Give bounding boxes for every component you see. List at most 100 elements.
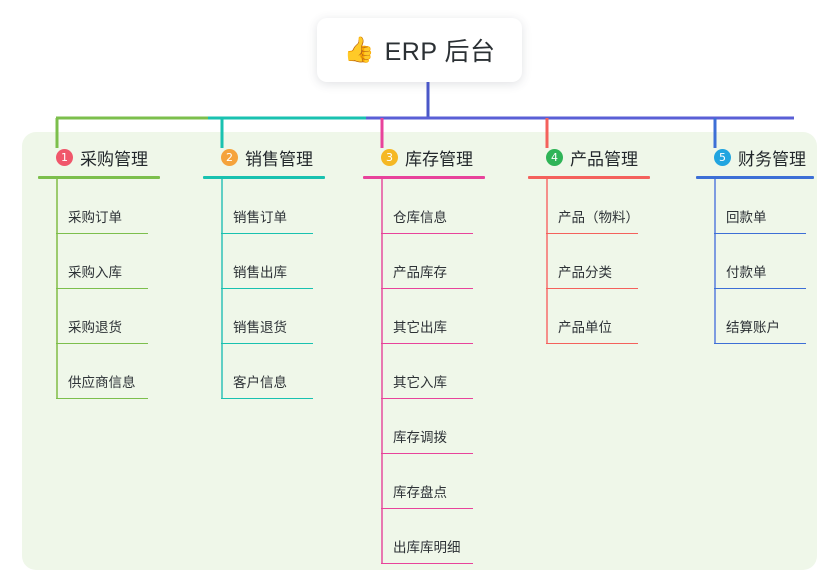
column-rule-3 — [363, 176, 485, 179]
leaf-item[interactable]: 客户信息 — [203, 344, 353, 399]
leaf-item-label: 销售出库 — [233, 265, 287, 280]
leaf-item-label: 其它出库 — [393, 320, 447, 335]
leaf-item[interactable]: 销售订单 — [203, 179, 353, 234]
column-header-2[interactable]: 2 销售管理 — [203, 144, 353, 170]
leaf-item-rule — [714, 232, 806, 234]
leaf-item[interactable]: 产品分类 — [528, 234, 678, 289]
column-badge-3: 3 — [381, 148, 398, 166]
leaf-item[interactable]: 结算账户 — [696, 289, 836, 344]
leaf-item[interactable]: 付款单 — [696, 234, 836, 289]
leaf-item-rule — [546, 232, 638, 234]
leaf-item[interactable]: 出库库明细 — [363, 509, 513, 564]
leaf-item-rule — [546, 342, 638, 344]
column-rule-4 — [528, 176, 650, 179]
column-rule-5 — [696, 176, 814, 179]
leaf-item[interactable]: 销售退货 — [203, 289, 353, 344]
column-title-1: 采购管理 — [80, 149, 148, 169]
column-items-3: 仓库信息产品库存其它出库其它入库库存调拨库存盘点出库库明细 — [363, 179, 513, 564]
column-spine-2 — [221, 179, 223, 399]
column-spine-4 — [546, 179, 548, 344]
leaf-item-label: 销售退货 — [233, 320, 287, 335]
column-2: 2 销售管理销售订单销售出库销售退货客户信息 — [203, 144, 353, 399]
column-title-5: 财务管理 — [738, 149, 806, 169]
leaf-item-label: 库存调拨 — [393, 430, 447, 445]
column-title-2: 销售管理 — [245, 149, 313, 169]
leaf-item-rule — [381, 342, 473, 344]
leaf-item[interactable]: 库存盘点 — [363, 454, 513, 509]
leaf-item-label: 出库库明细 — [393, 540, 461, 555]
column-items-4: 产品（物料） 产品分类产品单位 — [528, 179, 678, 344]
leaf-item-label: 销售订单 — [233, 210, 287, 225]
column-badge-2: 2 — [221, 148, 238, 166]
leaf-item-rule — [221, 287, 313, 289]
column-spine-5 — [714, 179, 716, 344]
leaf-item-rule — [381, 562, 473, 564]
column-badge-1: 1 — [56, 148, 73, 166]
column-items-1: 采购订单采购入库采购退货供应商信息 — [38, 179, 188, 399]
leaf-item-label: 库存盘点 — [393, 485, 447, 500]
column-title-4: 产品管理 — [570, 149, 638, 169]
leaf-item-label: 采购退货 — [68, 320, 122, 335]
column-spine-1 — [56, 179, 58, 399]
leaf-item-label: 产品（物料） — [558, 210, 639, 225]
leaf-item-label: 仓库信息 — [393, 210, 447, 225]
root-node-content: 👍 ERP 后台 — [343, 32, 495, 68]
leaf-item-rule — [714, 342, 806, 344]
column-badge-4: 4 — [546, 148, 563, 166]
leaf-item-rule — [381, 287, 473, 289]
leaf-item-label: 结算账户 — [726, 320, 780, 335]
leaf-item-label: 产品单位 — [558, 320, 612, 335]
leaf-item[interactable]: 产品单位 — [528, 289, 678, 344]
column-5: 5 财务管理回款单付款单结算账户 — [696, 144, 836, 344]
leaf-item-rule — [56, 397, 148, 399]
leaf-item-rule — [56, 342, 148, 344]
leaf-item-rule — [381, 397, 473, 399]
leaf-item[interactable]: 回款单 — [696, 179, 836, 234]
leaf-item-rule — [221, 397, 313, 399]
leaf-item-rule — [56, 287, 148, 289]
leaf-item[interactable]: 仓库信息 — [363, 179, 513, 234]
column-rule-1 — [38, 176, 160, 179]
column-header-1[interactable]: 1 采购管理 — [38, 144, 188, 170]
leaf-item-rule — [546, 287, 638, 289]
leaf-item[interactable]: 产品库存 — [363, 234, 513, 289]
leaf-item-rule — [221, 232, 313, 234]
leaf-item-label: 供应商信息 — [68, 375, 136, 390]
leaf-item-rule — [381, 232, 473, 234]
column-header-4[interactable]: 4 产品管理 — [528, 144, 678, 170]
leaf-item[interactable]: 库存调拨 — [363, 399, 513, 454]
leaf-item[interactable]: 其它入库 — [363, 344, 513, 399]
leaf-item-label: 回款单 — [726, 210, 767, 225]
column-title-3: 库存管理 — [405, 149, 473, 169]
root-node-title: ERP 后台 — [384, 38, 496, 66]
column-header-3[interactable]: 3 库存管理 — [363, 144, 513, 170]
leaf-item-rule — [56, 232, 148, 234]
leaf-item[interactable]: 采购退货 — [38, 289, 188, 344]
leaf-item-label: 其它入库 — [393, 375, 447, 390]
leaf-item-rule — [381, 507, 473, 509]
leaf-item-label: 采购入库 — [68, 265, 122, 280]
leaf-item[interactable]: 供应商信息 — [38, 344, 188, 399]
leaf-item-rule — [381, 452, 473, 454]
leaf-item-label: 付款单 — [726, 265, 767, 280]
leaf-item-rule — [221, 342, 313, 344]
diagram-panel — [22, 132, 817, 570]
column-header-5[interactable]: 5 财务管理 — [696, 144, 836, 170]
leaf-item[interactable]: 采购订单 — [38, 179, 188, 234]
thumbs-up-icon: 👍 — [343, 35, 375, 64]
leaf-item-label: 产品库存 — [393, 265, 447, 280]
leaf-item[interactable]: 其它出库 — [363, 289, 513, 344]
column-rule-2 — [203, 176, 325, 179]
column-spine-3 — [381, 179, 383, 564]
column-1: 1 采购管理采购订单采购入库采购退货供应商信息 — [38, 144, 188, 399]
root-node[interactable]: 👍 ERP 后台 — [317, 18, 522, 82]
leaf-item[interactable]: 采购入库 — [38, 234, 188, 289]
column-items-5: 回款单付款单结算账户 — [696, 179, 836, 344]
leaf-item-label: 采购订单 — [68, 210, 122, 225]
column-4: 4 产品管理产品（物料） 产品分类产品单位 — [528, 144, 678, 344]
column-badge-5: 5 — [714, 148, 731, 166]
column-3: 3 库存管理仓库信息产品库存其它出库其它入库库存调拨库存盘点出库库明细 — [363, 144, 513, 564]
leaf-item-label: 产品分类 — [558, 265, 612, 280]
leaf-item[interactable]: 产品（物料） — [528, 179, 678, 234]
leaf-item[interactable]: 销售出库 — [203, 234, 353, 289]
